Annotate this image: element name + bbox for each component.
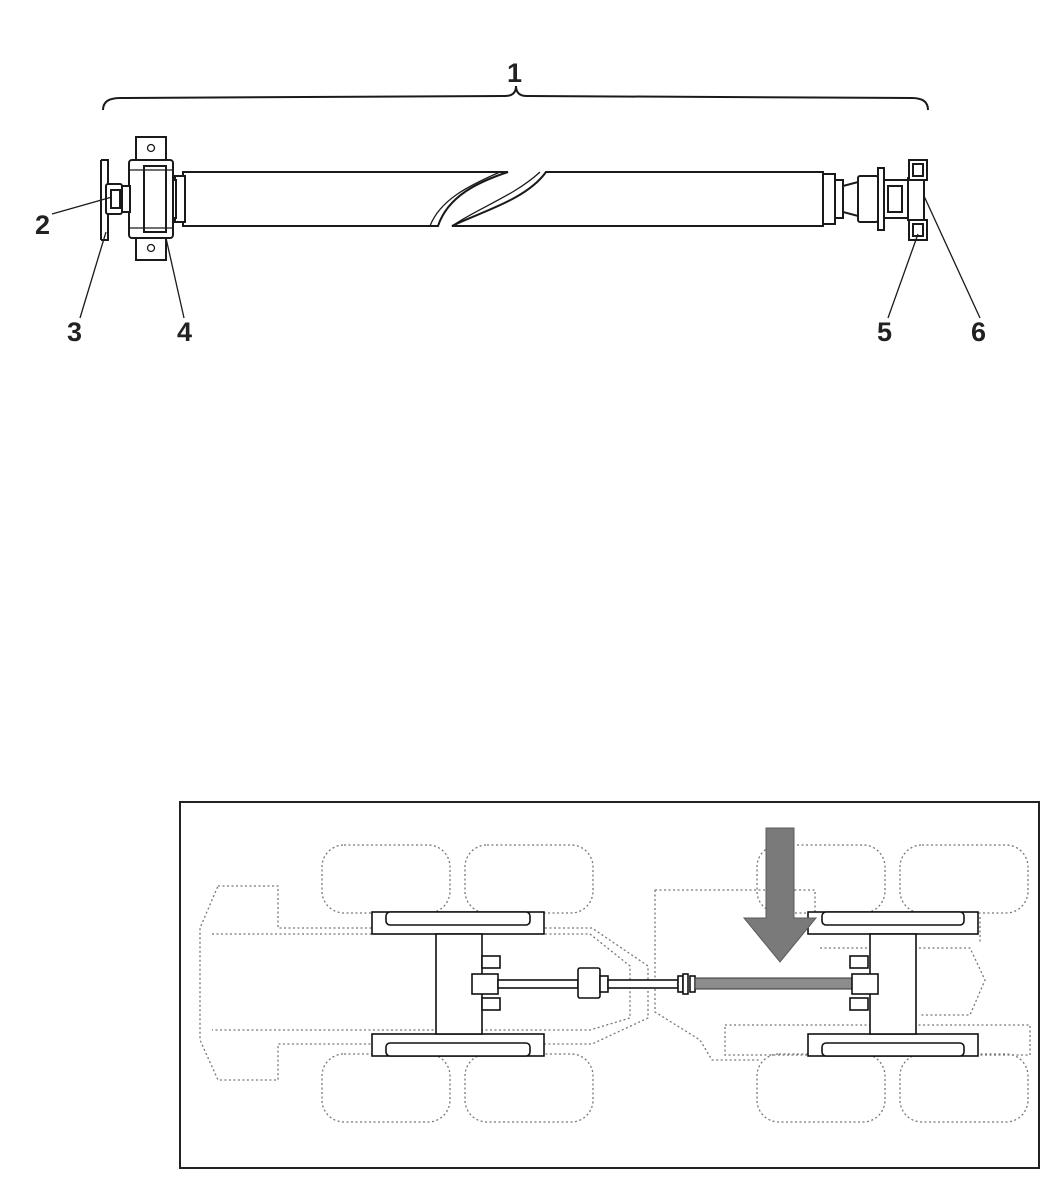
front-propeller-shaft [497,979,579,989]
leader-5 [887,233,919,319]
right-flange-yoke [822,159,928,241]
callout-3: 3 [67,317,82,347]
tire-rear-left-outer [756,844,886,914]
vehicle-location-view [179,801,1040,1169]
shaft-tube-left [182,171,509,227]
front-axle [371,911,545,1057]
leader-4 [165,237,185,319]
tire-front-left-outer [321,844,451,914]
callout-1: 1 [507,58,522,88]
tire-rear-left-inner [899,844,1029,914]
shaft-assembly-drawing: 1 2 3 4 5 6 [35,58,986,347]
shaft-tube-right [451,171,824,227]
rear-axle [807,911,979,1057]
location-arrow-icon [742,827,818,963]
tire-front-left-inner [464,844,594,914]
assembly-brace [102,85,929,111]
callout-5: 5 [877,317,892,347]
center-bearing-bracket [128,136,174,261]
callout-4: 4 [177,317,192,347]
callout-2: 2 [35,210,50,240]
center-bearing [577,967,601,999]
callout-6: 6 [971,317,986,347]
leader-3 [79,231,107,319]
leader-2 [51,196,113,215]
leader-6 [923,195,981,319]
left-flange-yoke [100,159,131,241]
